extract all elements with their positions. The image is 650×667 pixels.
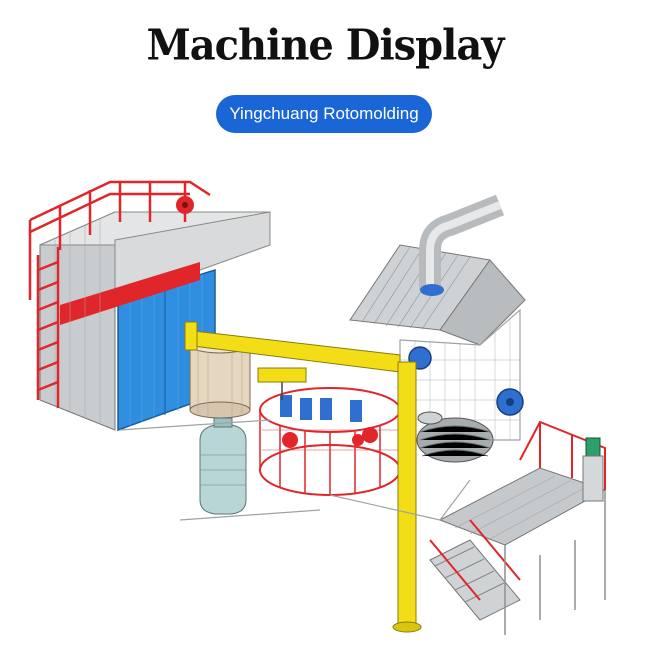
mold-tank-tan (189, 336, 251, 419)
oven-railings (28, 180, 211, 408)
oven-fan-icon (176, 196, 194, 214)
operator-platform (429, 420, 607, 635)
rotomolding-machine-illustration (28, 180, 607, 635)
mold-tank-steel (416, 411, 494, 463)
jib-crane (184, 321, 422, 633)
cooling-chamber (349, 194, 526, 441)
page-title: Machine Display (146, 20, 504, 71)
mold-tank-teal (199, 417, 247, 515)
brand-badge[interactable]: Yingchuang Rotomolding (216, 95, 432, 133)
cooling-fan-icon (408, 346, 524, 416)
base-frame (119, 419, 471, 521)
rotating-arm-cage (259, 387, 401, 496)
